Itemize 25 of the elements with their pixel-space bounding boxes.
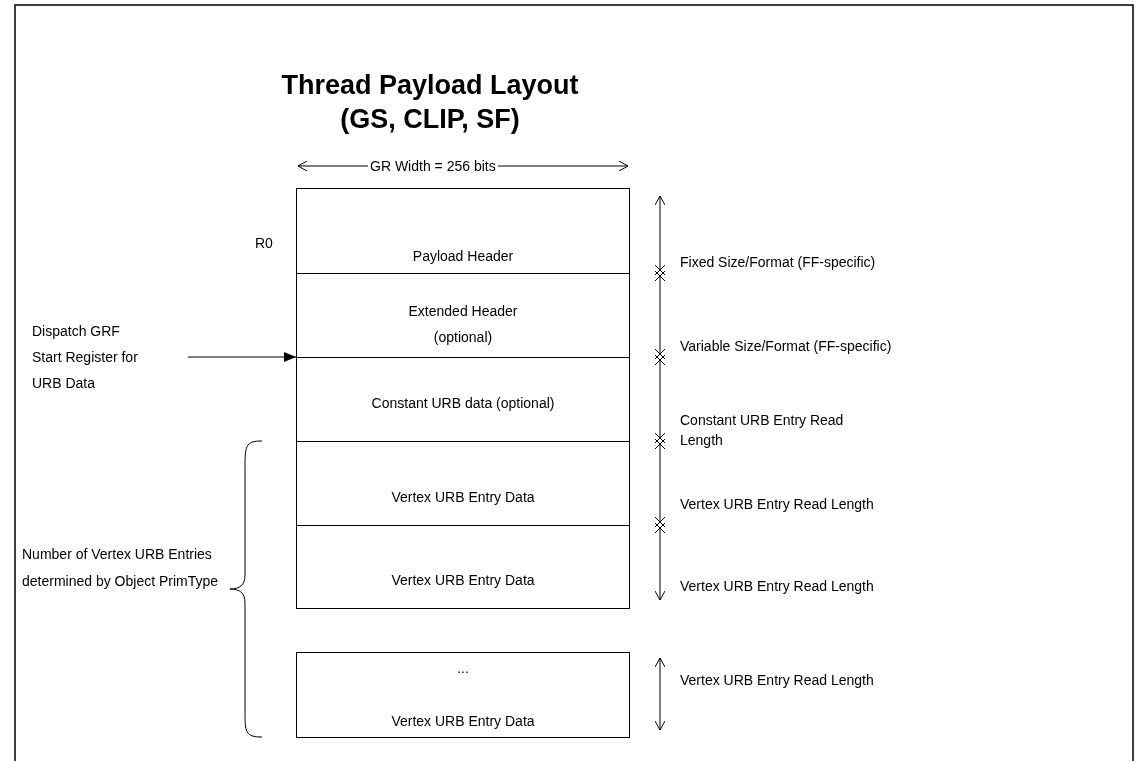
block-label: ... xyxy=(456,659,470,677)
dimension-label: Constant URB Entry Read Length xyxy=(680,411,845,450)
dimension-label: Fixed Size/Format (FF-specific) xyxy=(680,253,877,272)
dimension-label: Vertex URB Entry Read Length xyxy=(680,495,875,514)
dimension-label: Vertex URB Entry Read Length xyxy=(680,671,875,690)
block-label: (optional) xyxy=(432,328,494,346)
register-block xyxy=(296,441,630,526)
block-label: Vertex URB Entry Data xyxy=(390,488,536,506)
dimension-label: Variable Size/Format (FF-specific) xyxy=(680,337,893,356)
callout-text: Dispatch GRF Start Register for URB Data xyxy=(32,318,152,396)
diagram-title: Thread Payload Layout (GS, CLIP, SF) xyxy=(280,69,580,136)
arrow xyxy=(187,352,297,362)
register-block xyxy=(296,652,630,738)
block-label: Vertex URB Entry Data xyxy=(390,571,536,589)
register-block xyxy=(296,188,630,274)
dimension-label: Vertex URB Entry Read Length xyxy=(680,577,875,596)
block-label: Extended Header xyxy=(407,302,519,320)
register-block xyxy=(296,525,630,609)
block-label: Vertex URB Entry Data xyxy=(390,712,536,730)
block-label: Constant URB data (optional) xyxy=(370,394,556,412)
register-block xyxy=(296,273,630,358)
register-block xyxy=(296,357,630,442)
block-label: Payload Header xyxy=(411,247,515,265)
brace-label: Number of Vertex URB Entries determined by Object PrimType xyxy=(22,545,220,591)
register-name: R0 xyxy=(255,234,273,253)
